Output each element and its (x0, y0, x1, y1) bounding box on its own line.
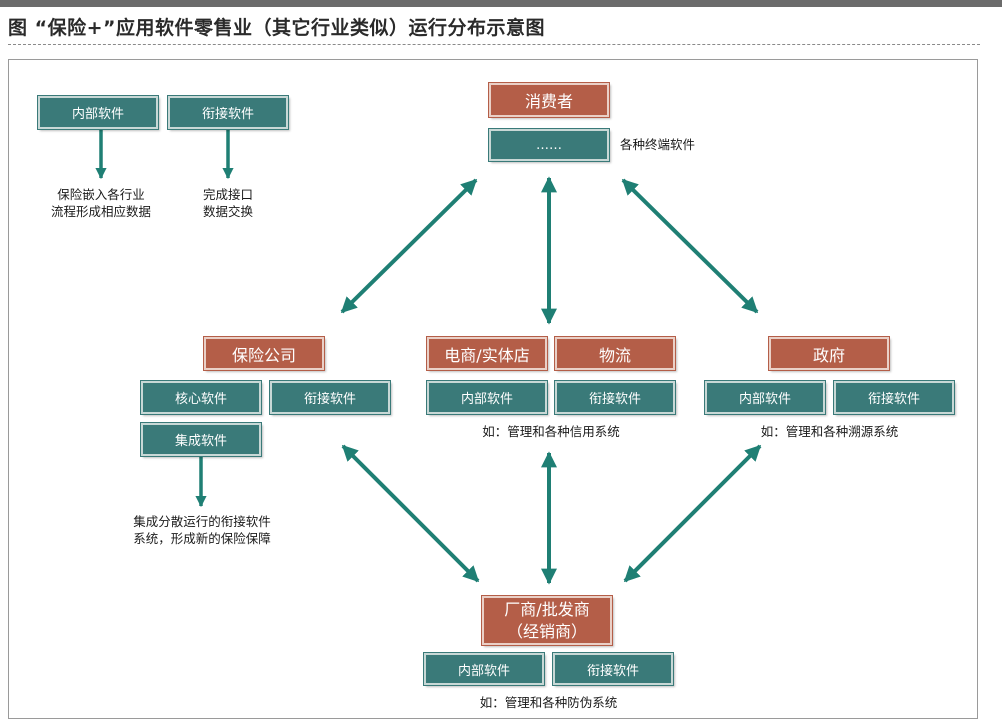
arrow-insurer-manufacturer (341, 444, 480, 583)
government-interface-software-box: 衔接软件 (834, 381, 954, 414)
legend-interface-software-box: 衔接软件 (168, 96, 288, 129)
legend-internal-software-box: 内部软件 (38, 96, 158, 129)
retail-node: 电商/实体店 (427, 337, 547, 370)
legend-internal-note-line1: 保险嵌入各行业 (57, 187, 145, 202)
manufacturer-internal-software-box: 内部软件 (424, 653, 544, 685)
government-note: 如：管理和各种溯源系统 (760, 424, 899, 439)
manufacturer-label-line1: 厂商/批发商 (504, 599, 590, 619)
arrow-consumer-government (621, 178, 759, 314)
insurer-node: 保险公司 (204, 337, 324, 370)
title-divider (8, 44, 980, 45)
top-bar (0, 0, 1002, 7)
arrow-consumer-insurer (340, 178, 478, 314)
manufacturer-label-line2: （经销商） (506, 621, 587, 641)
consumer-software-note: 各种终端软件 (620, 137, 696, 152)
government-internal-software-box: 内部软件 (705, 381, 825, 414)
figure-title: 图 “保险+”应用软件零售业（其它行业类似）运行分布示意图 (8, 17, 546, 39)
retail-note: 如：管理和各种信用系统 (482, 424, 620, 439)
manufacturer-node: 厂商/批发商 （经销商） (482, 596, 612, 645)
logistics-node: 物流 (555, 337, 675, 370)
legend-internal-note-line2: 流程形成相应数据 (50, 204, 151, 219)
legend-interface-note: 完成接口 数据交换 (178, 186, 278, 220)
consumer-software-box: …… (489, 129, 609, 161)
insurer-interface-software-box: 衔接软件 (270, 381, 390, 414)
legend-internal-note: 保险嵌入各行业 流程形成相应数据 (36, 186, 166, 220)
manufacturer-interface-software-box: 衔接软件 (553, 653, 673, 685)
legend-interface-note-line2: 数据交换 (202, 204, 253, 219)
retail-internal-software-box: 内部软件 (427, 381, 547, 414)
insurer-integrated-software-box: 集成软件 (141, 423, 261, 456)
insurer-note-line2: 系统，形成新的保险保障 (133, 531, 271, 546)
insurer-integrated-note: 集成分散运行的衔接软件 系统，形成新的保险保障 (112, 513, 292, 547)
legend-interface-note-line1: 完成接口 (202, 187, 253, 202)
manufacturer-note: 如：管理和各种防伪系统 (479, 695, 618, 710)
insurer-note-line1: 集成分散运行的衔接软件 (133, 514, 271, 529)
retail-interface-software-box: 衔接软件 (555, 381, 675, 414)
consumer-node: 消费者 (489, 83, 609, 117)
arrow-government-manufacturer (623, 444, 762, 583)
government-node: 政府 (769, 337, 889, 370)
insurer-core-software-box: 核心软件 (141, 381, 261, 414)
